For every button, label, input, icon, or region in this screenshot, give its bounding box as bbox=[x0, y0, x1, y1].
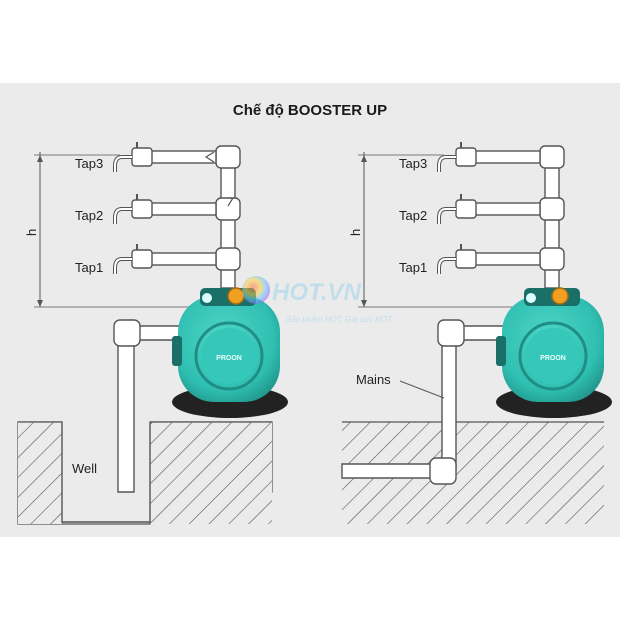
left-tap3-icon bbox=[113, 142, 153, 172]
left-height-label: h bbox=[24, 229, 39, 236]
right-pump-brand: PROON bbox=[540, 355, 566, 362]
left-tap2-icon bbox=[113, 194, 153, 224]
left-tap3-label: Tap3 bbox=[75, 156, 103, 171]
diagram-title: Chế độ BOOSTER UP bbox=[232, 102, 388, 119]
watermark-tagline: Sản phẩm HOT, Giá cực HOT bbox=[286, 315, 393, 324]
left-source-label: Well bbox=[72, 461, 97, 476]
left-pump: PROON bbox=[172, 287, 288, 418]
watermark: HOT.VN Sản phẩm HOT, Giá cực HOT bbox=[242, 276, 393, 324]
watermark-logo-text: HOT.VN bbox=[272, 279, 362, 306]
left-tap1-icon bbox=[113, 244, 153, 274]
left-height-dimension: h bbox=[24, 152, 200, 308]
right-height-dimension: h bbox=[348, 152, 520, 308]
right-height-label: h bbox=[348, 229, 363, 236]
right-tap2-label: Tap2 bbox=[399, 208, 427, 223]
right-tap1-icon bbox=[437, 244, 477, 274]
right-system: Mains bbox=[341, 142, 612, 524]
left-system: Tap3 Tap2 Tap1 h Well bbox=[17, 142, 288, 525]
right-tap3-icon bbox=[437, 142, 477, 172]
right-pump: PROON bbox=[496, 287, 612, 418]
watermark-logo-icon bbox=[242, 276, 270, 304]
left-pump-brand: PROON bbox=[216, 355, 242, 362]
left-tap1-label: Tap1 bbox=[75, 260, 103, 275]
right-tap1-label: Tap1 bbox=[399, 260, 427, 275]
right-tap3-label: Tap3 bbox=[399, 156, 427, 171]
right-tap2-icon bbox=[437, 194, 477, 224]
right-source-label: Mains bbox=[356, 372, 391, 387]
left-tap2-label: Tap2 bbox=[75, 208, 103, 223]
